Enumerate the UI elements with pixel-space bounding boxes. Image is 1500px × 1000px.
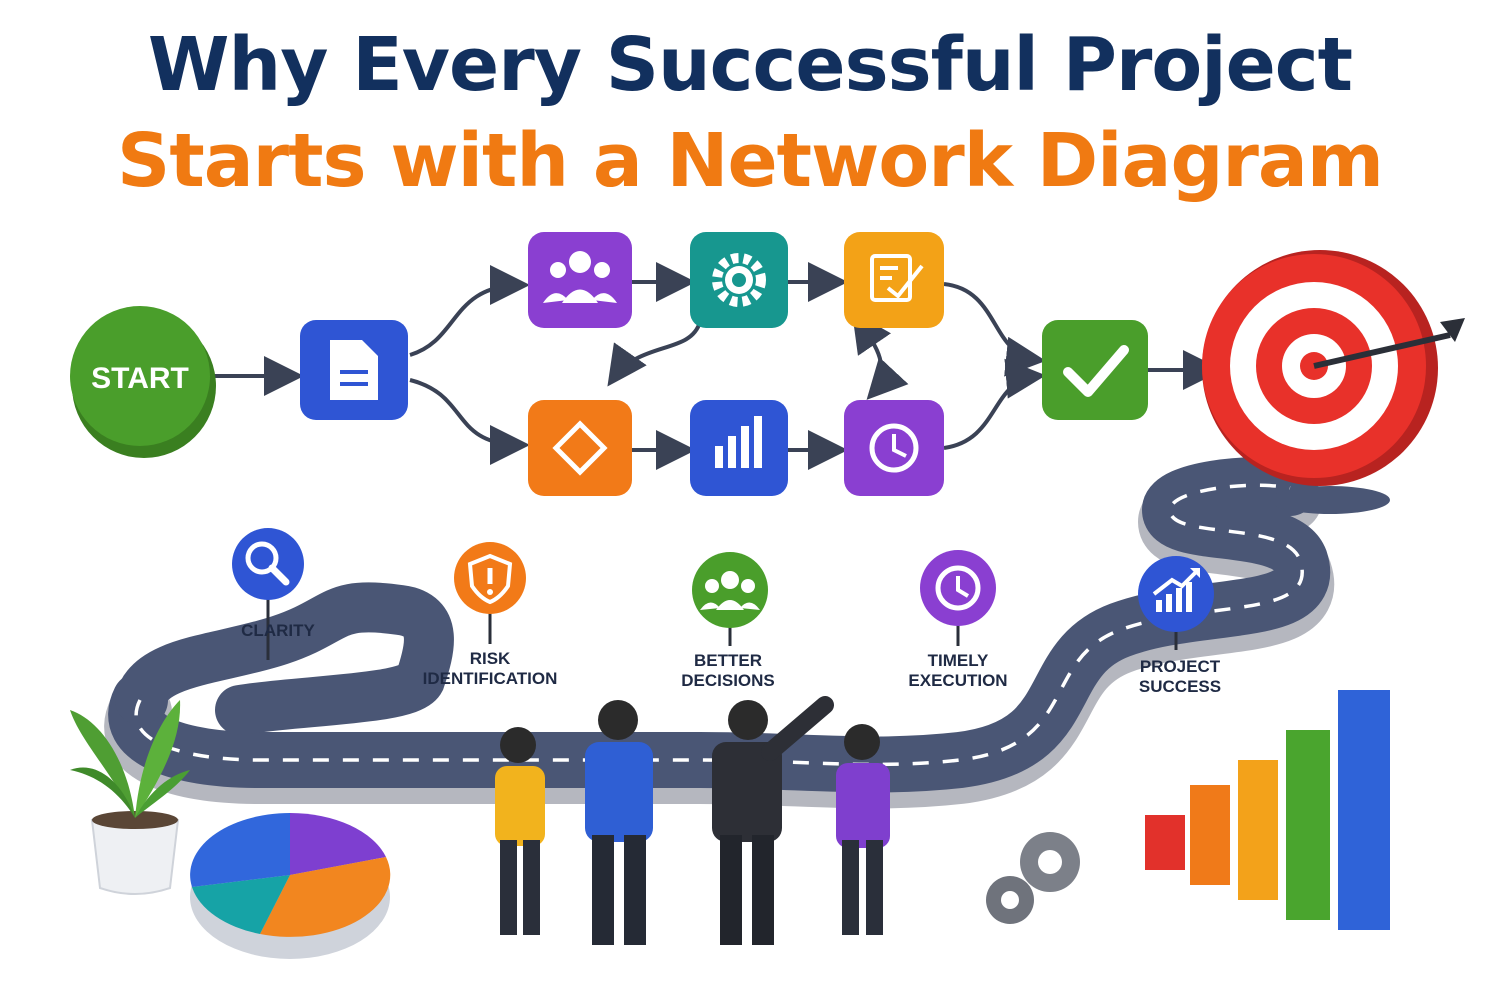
bar-chart-decoration — [1145, 690, 1390, 930]
checkmark-icon — [1063, 345, 1129, 397]
flow-node-decision — [528, 400, 632, 496]
gears-decoration — [986, 832, 1080, 924]
arrow-document-to-decision — [409, 378, 530, 465]
milestone-success-label-2: SUCCESS — [1139, 677, 1221, 696]
diamond-icon — [552, 420, 608, 476]
person-1 — [495, 727, 545, 935]
title-line-2: Starts with a Network Diagram — [117, 118, 1384, 204]
milestone-decisions-label-2: DECISIONS — [681, 671, 775, 690]
magnifier-icon — [245, 541, 290, 586]
milestone-execution: TIMELY EXECUTION — [908, 550, 1008, 690]
arrow-settings-to-decision — [607, 321, 702, 387]
flow-node-document — [300, 320, 408, 420]
road-center-dashes — [134, 483, 1304, 767]
potted-plant-decoration — [70, 700, 190, 895]
milestone-success: PROJECT SUCCESS — [1138, 556, 1221, 696]
person-4 — [836, 724, 890, 935]
shield-alert-icon — [467, 553, 513, 605]
person-2 — [585, 700, 653, 945]
team-of-people — [495, 696, 890, 945]
title-line-1: Why Every Successful Project — [147, 22, 1353, 108]
milestone-success-label-1: PROJECT — [1140, 657, 1221, 676]
flow-node-schedule — [844, 400, 944, 496]
team-icon-milestone — [700, 571, 760, 610]
gear-icon — [712, 253, 766, 307]
clock-icon — [869, 423, 919, 473]
road-left-branch — [115, 582, 454, 735]
pie-chart-decoration — [190, 812, 391, 959]
flow-node-complete — [1042, 320, 1148, 420]
flow-node-settings — [690, 232, 788, 328]
arrow-document-to-team — [409, 265, 530, 357]
flow-node-checklist — [844, 232, 944, 328]
bullseye-target — [1202, 250, 1465, 514]
road — [104, 457, 1335, 809]
flow-node-analytics — [690, 400, 788, 496]
milestone-decisions: BETTER DECISIONS — [681, 552, 775, 690]
arrow-checklist-schedule-bidirectional — [851, 311, 909, 400]
connectors — [212, 262, 1223, 470]
flow-node-team — [528, 232, 632, 328]
arrow-schedule-to-complete — [943, 358, 1046, 450]
arrow-checklist-to-complete — [943, 282, 1046, 377]
document-icon — [330, 340, 378, 400]
milestone-risk: RISK IDENTIFICATION — [423, 542, 558, 688]
growth-chart-icon — [1152, 568, 1200, 612]
person-3-pointing — [712, 696, 834, 945]
milestone-clarity-label-1: CLARITY — [241, 621, 315, 640]
milestone-risk-label-2: IDENTIFICATION — [423, 669, 558, 688]
start-label: START — [91, 362, 189, 395]
milestone-decisions-label-1: BETTER — [694, 651, 762, 670]
team-icon — [543, 251, 617, 303]
arrow-icon — [1313, 318, 1465, 369]
milestone-execution-label-1: TIMELY — [928, 651, 989, 670]
milestone-clarity: CLARITY — [232, 528, 315, 660]
start-node: START — [70, 306, 216, 458]
milestone-risk-label-1: RISK — [470, 649, 511, 668]
bar-chart-icon — [715, 416, 762, 468]
clock-icon-milestone — [935, 565, 981, 611]
milestone-execution-label-2: EXECUTION — [908, 671, 1007, 690]
checklist-icon — [870, 254, 924, 302]
